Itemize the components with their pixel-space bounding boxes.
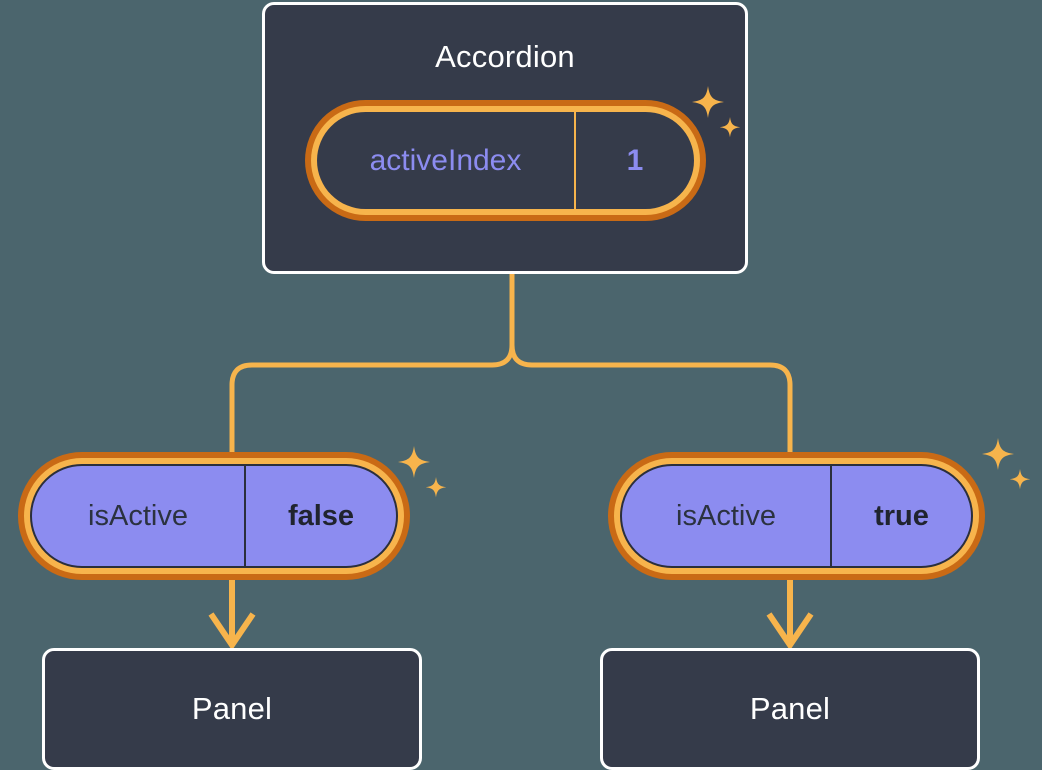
pill-divider	[244, 466, 246, 566]
pill-ring-inner: activeIndex 1	[311, 106, 700, 215]
sparkle-star-small	[425, 477, 447, 498]
sparkle-star-small	[1009, 469, 1031, 490]
pill-body: activeIndex 1	[317, 112, 694, 209]
arrow-down-icon-right	[766, 580, 814, 651]
pill-body: isActive true	[620, 464, 973, 568]
sparkles-icon-right	[976, 436, 1040, 500]
state-key-label: activeIndex	[369, 143, 522, 177]
sparkle-star-large	[982, 438, 1014, 470]
prop-key-label: isActive	[88, 499, 188, 532]
pill-divider	[830, 466, 832, 566]
prop-key-label: isActive	[676, 499, 776, 532]
prop-value-label: true	[874, 499, 929, 532]
connector-split-path-right	[509, 274, 793, 452]
prop-pill-isactive-false[interactable]: isActive false	[18, 452, 410, 580]
panel-title-right: Panel	[749, 691, 831, 726]
pill-divider	[574, 112, 576, 209]
pill-body: isActive false	[30, 464, 398, 568]
panel-title-left: Panel	[191, 691, 273, 726]
panel-component-left[interactable]: Panel	[42, 648, 422, 770]
pill-ring-inner: isActive true	[614, 458, 979, 574]
sparkle-star-large	[398, 446, 430, 478]
connector-split-path	[229, 274, 515, 452]
arrow-down-icon-left	[208, 580, 256, 651]
state-pill-activeindex[interactable]: activeIndex 1	[305, 100, 706, 221]
prop-value-label: false	[287, 499, 355, 532]
accordion-title: Accordion	[435, 39, 575, 74]
prop-pill-isactive-true[interactable]: isActive true	[608, 452, 985, 580]
panel-component-right[interactable]: Panel	[600, 648, 980, 770]
pill-ring-inner: isActive false	[24, 458, 404, 574]
state-value-label: 1	[626, 143, 644, 177]
